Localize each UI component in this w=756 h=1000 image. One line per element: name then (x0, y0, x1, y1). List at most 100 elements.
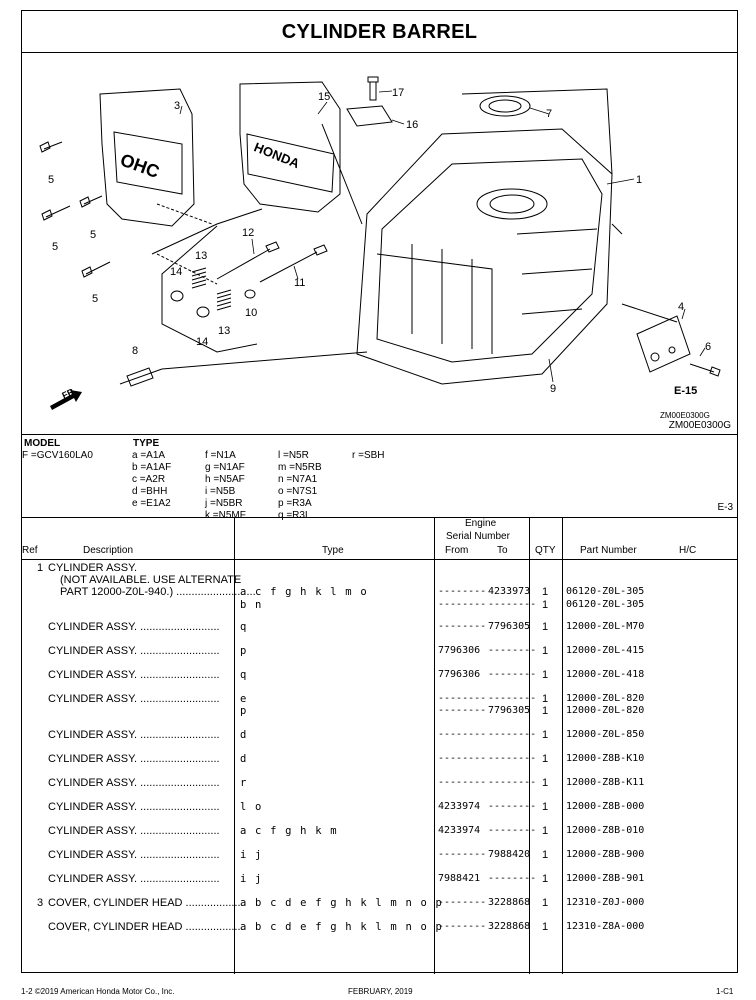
cotter-10 (244, 289, 256, 299)
callout-4: 4 (678, 301, 684, 313)
diagram-code: ZM00E0300G (668, 420, 731, 431)
type-code: n =N7A1 (278, 474, 318, 485)
serial-from-cell: 4233974 (438, 825, 481, 836)
serial-from-cell: -------- (438, 586, 487, 597)
callout-16: 16 (406, 119, 418, 131)
part-number-cell: 12000-Z8B-K11 (566, 777, 645, 788)
type-code: m =N5RB (278, 462, 322, 473)
col-divider-qty (529, 517, 530, 974)
type-code: e =E1A2 (132, 498, 171, 509)
type-cell: p (240, 705, 248, 717)
serial-from-cell: -------- (438, 599, 487, 610)
cylinder-head-cover-right (239, 81, 341, 213)
qty-cell: 1 (542, 645, 549, 657)
qty-cell: 1 (542, 897, 549, 909)
callout-7: 7 (546, 108, 552, 120)
valve-12 (216, 241, 280, 280)
retainer-14a (170, 290, 184, 302)
description-cell: CYLINDER ASSY. .........................… (48, 849, 220, 861)
type-cell: q (240, 621, 248, 633)
header-description: Description (83, 545, 134, 556)
table-row: CYLINDER ASSY. .........................… (22, 645, 737, 658)
callout-10: 10 (245, 307, 257, 319)
type-code: g =N1AF (205, 462, 245, 473)
serial-to-cell: -------- (488, 669, 537, 680)
ref-cell: 3 (37, 897, 44, 909)
type-code: k =N5MF (205, 510, 246, 521)
description-cell: CYLINDER ASSY. (48, 562, 138, 574)
header-to: To (497, 545, 508, 556)
qty-cell: 1 (542, 621, 549, 633)
type-cell: q (240, 669, 248, 681)
type-code: j =N5BR (205, 498, 243, 509)
spark-plug-8 (119, 367, 163, 387)
ref-e15: E-15 (674, 385, 697, 397)
serial-from-cell: -------- (438, 693, 487, 704)
part-number-cell: 06120-Z0L-305 (566, 599, 645, 610)
table-row: COVER, CYLINDER HEAD ...................… (22, 921, 737, 934)
page-ref: E-3 (717, 502, 733, 513)
cover-left-lettering: OHC (118, 150, 162, 182)
table-row: CYLINDER ASSY. .........................… (22, 729, 737, 742)
type-code: f =N1A (205, 450, 236, 461)
diagram-drawing: 3 15 17 16 7 1 5 5 5 5 12 13 14 11 10 13… (39, 76, 721, 420)
callout-11: 11 (294, 277, 305, 289)
description-cell: CYLINDER ASSY. .........................… (48, 777, 220, 789)
table-row: CYLINDER ASSY. .........................… (22, 873, 737, 886)
type-code: d =BHH (132, 486, 168, 497)
serial-from-cell: 7988421 (438, 873, 481, 884)
description-cell: COVER, CYLINDER HEAD ................... (48, 921, 244, 933)
qty-cell: 1 (542, 801, 549, 813)
spring-13a (191, 267, 207, 289)
serial-to-cell: 7796305 (488, 705, 531, 716)
serial-to-cell: 7796305 (488, 621, 531, 632)
part-number-cell: 12310-Z0J-000 (566, 897, 645, 908)
type-label: TYPE (133, 438, 160, 449)
type-code: l =N5R (278, 450, 309, 461)
type-code: q =R3L (278, 510, 311, 521)
type-code: c =A2R (132, 474, 166, 485)
table-row: CYLINDER ASSY. .........................… (22, 801, 737, 814)
col-divider-part (562, 517, 563, 974)
type-cell: a c f g h k m (240, 825, 338, 837)
type-code: r =SBH (352, 450, 385, 461)
type-cell: d (240, 753, 248, 765)
table-row: CYLINDER ASSY. .........................… (22, 753, 737, 766)
type-cell: e (240, 693, 248, 705)
qty-cell: 1 (542, 586, 549, 598)
header-part-number: Part Number (580, 545, 637, 556)
qty-cell: 1 (542, 849, 549, 861)
qty-cell: 1 (542, 599, 549, 611)
part-number-cell: 12000-Z0L-820 (566, 693, 645, 704)
header-ref: Ref (22, 545, 38, 556)
qty-cell: 1 (542, 921, 549, 933)
serial-to-cell: -------- (488, 825, 537, 836)
header-engine: Engine (465, 518, 497, 529)
callout-5c: 5 (90, 229, 96, 241)
table-row: CYLINDER ASSY. .........................… (22, 825, 737, 838)
cylinder-block-1 (356, 128, 613, 385)
serial-from-cell: 7796306 (438, 645, 481, 656)
part-number-cell: 12000-Z0L-M70 (566, 621, 645, 632)
type-cell: d (240, 729, 248, 741)
serial-from-cell: -------- (438, 621, 487, 632)
description-cell: COVER, CYLINDER HEAD ................... (48, 897, 244, 909)
serial-from-cell: 7796306 (438, 669, 481, 680)
callout-12: 12 (242, 227, 254, 239)
bolt-17 (367, 76, 379, 101)
type-cell: b n (240, 599, 263, 611)
serial-to-cell: -------- (488, 729, 537, 740)
type-code: b =A1AF (132, 462, 172, 473)
description-cell: PART 12000-Z0L-940.) ...................… (60, 586, 256, 598)
type-code: p =R3A (278, 498, 312, 509)
type-cell: a b c d e f g h k l m n o p (240, 921, 444, 933)
part-number-cell: 12000-Z0L-820 (566, 705, 645, 716)
gasket-4 (636, 315, 691, 373)
header-qty: QTY (535, 545, 556, 556)
qty-cell: 1 (542, 825, 549, 837)
bracket-16 (346, 105, 393, 127)
part-number-cell: 12000-Z8B-901 (566, 873, 645, 884)
serial-from-cell: -------- (438, 777, 487, 788)
description-cell: CYLINDER ASSY. .........................… (48, 801, 220, 813)
